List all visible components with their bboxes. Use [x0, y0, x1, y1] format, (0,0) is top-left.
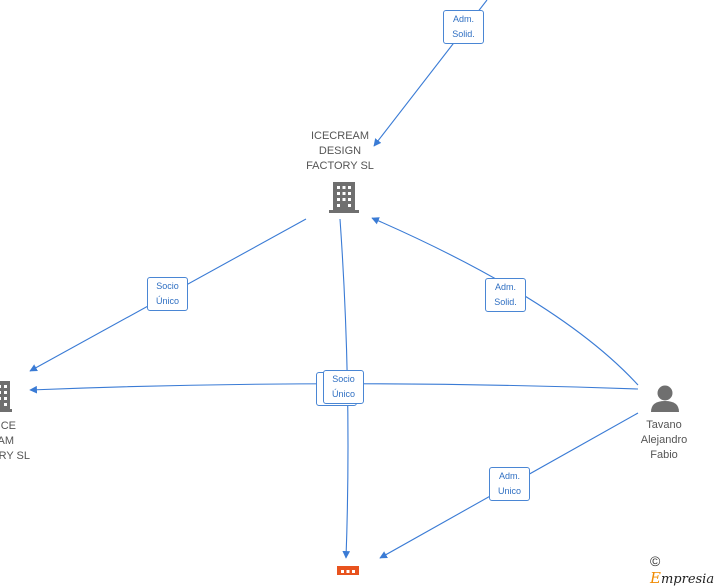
relationship-graph	[0, 0, 679, 575]
watermark: © Empresia	[650, 553, 728, 587]
copyright-icon: ©	[650, 553, 661, 569]
edge-label-adm-solid-right[interactable]: Adm. Solid.	[485, 278, 526, 312]
edge-label-adm-unico[interactable]: Adm. Unico	[489, 467, 530, 501]
edge-tavano-to-icecream	[371, 217, 639, 386]
brand-logo: Empresia	[650, 569, 715, 587]
building-icon-bottom[interactable]	[337, 566, 359, 575]
node-label-ice-cream-factory[interactable]: ICE AM RY SL	[0, 420, 30, 462]
person-icon[interactable]	[651, 385, 679, 413]
node-label-tavano[interactable]: Tavano Alejandro Fabio	[640, 419, 688, 461]
edge-label-adm-solid-top[interactable]: Adm. Solid.	[443, 10, 484, 44]
edge-label-socio-unico-center[interactable]: Socio Único	[323, 370, 364, 404]
building-icon[interactable]	[329, 182, 359, 213]
node-label-icecream-design[interactable]: ICECREAM DESIGN FACTORY SL	[306, 130, 374, 172]
edge-label-socio-unico-left[interactable]: Socio Único	[147, 277, 188, 311]
building-icon-left[interactable]	[0, 381, 12, 412]
